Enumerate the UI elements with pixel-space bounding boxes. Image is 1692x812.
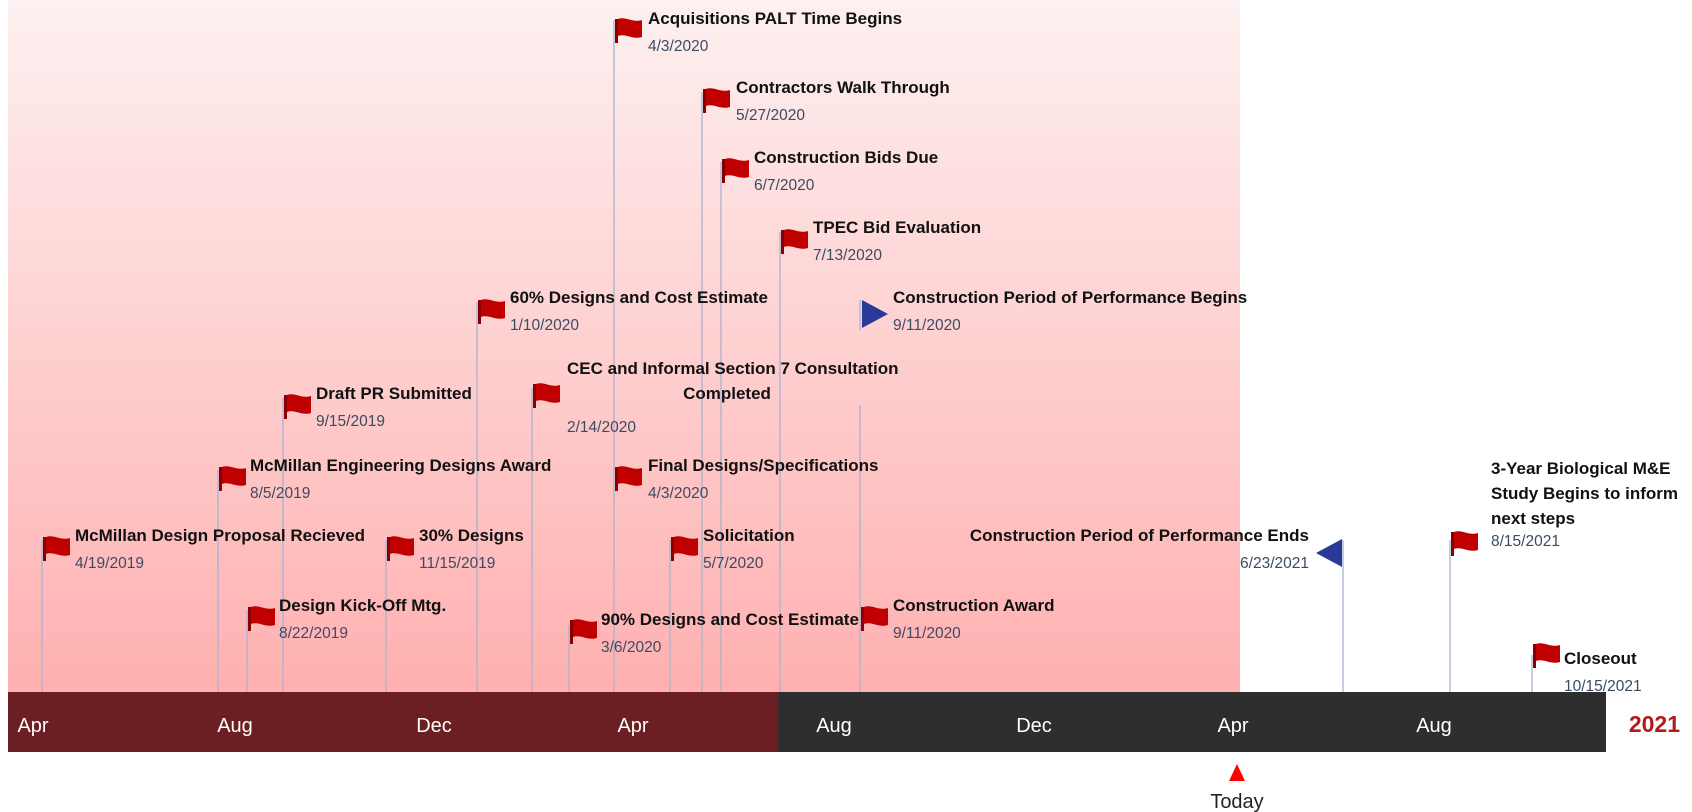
milestone-date: 11/15/2019 [419,555,495,572]
year-label: 2021 [1629,711,1680,737]
flag-icon [1533,643,1560,668]
flag-icon [43,536,70,561]
month-label: Aug [816,715,852,737]
milestone-tpec-bid-evaluation: TPEC Bid Evaluation 7/13/2020 [781,218,981,264]
flag-icon [1451,531,1478,556]
flag-icon [703,88,730,113]
milestone-cec-consultation: CEC and Informal Section 7 ConsultationC… [533,359,899,436]
milestones: Acquisitions PALT Time Begins4/3/2020Con… [43,9,1678,695]
milestone-designs-30: 30% Designs 11/15/2019 [387,526,524,572]
triangle-left-icon [1316,539,1342,567]
flag-icon [722,158,749,183]
milestone-solicitation: Solicitation 5/7/2020 [671,526,795,572]
month-label: Apr [1217,715,1248,737]
milestone-stems [41,20,1533,692]
milestone-title: Study Begins to inform [1491,484,1678,503]
timeline-band: Apr Aug Dec Apr Aug Dec Apr Aug 2021 [8,692,1680,752]
today-marker-icon [1229,764,1245,781]
milestone-date: 8/5/2019 [250,485,310,502]
milestone-title: Construction Award [893,596,1055,615]
milestone-closeout: Closeout 10/15/2021 [1533,643,1642,695]
milestone-date: 4/3/2020 [648,485,709,502]
milestone-mcmillan-proposal: McMillan Design Proposal Recieved 4/19/20… [43,526,365,572]
milestone-designs-60: 60% Designs and Cost Estimate 1/10/2020 [478,288,768,334]
milestone-title: Construction Bids Due [754,148,938,167]
milestone-construction-bids-due: Construction Bids Due 6/7/2020 [722,148,938,194]
milestone-date: 2/14/2020 [567,419,636,436]
milestone-title: McMillan Engineering Designs Award [250,456,551,475]
milestone-title: Solicitation [703,526,795,545]
milestone-biological-study: 3-Year Biological M&E Study Begins to inf… [1451,459,1678,556]
future-band [778,692,1606,752]
month-label: Apr [617,715,648,737]
milestone-date: 5/7/2020 [703,555,764,572]
milestone-contractors-walk-through: Contractors Walk Through 5/27/2020 [703,78,950,124]
milestone-date: 4/19/2019 [75,555,144,572]
milestone-title: 60% Designs and Cost Estimate [510,288,768,307]
milestone-date: 8/22/2019 [279,625,348,642]
milestone-date: 9/11/2020 [893,317,961,334]
milestone-construction-award: Construction Award 9/11/2020 [861,596,1055,642]
milestone-construction-pop-begins: Construction Period of Performance Begin… [862,288,1247,334]
milestone-final-designs: Final Designs/Specifications 4/3/2020 [615,456,879,502]
milestone-title: 30% Designs [419,526,524,545]
flag-icon [284,394,311,419]
month-label: Aug [1416,715,1452,737]
flag-icon [615,18,642,43]
milestone-date: 7/13/2020 [813,247,882,264]
flag-icon [387,536,414,561]
flag-icon [781,229,808,254]
flag-icon [533,383,560,408]
milestone-mcmillan-designs-award: McMillan Engineering Designs Award 8/5/20… [219,456,551,502]
milestone-date: 3/6/2020 [601,639,662,656]
flag-icon [570,619,597,644]
flag-icon [248,606,275,631]
milestone-date: 4/3/2020 [648,38,709,55]
flag-icon [219,466,246,491]
milestone-title: Design Kick-Off Mtg. [279,596,446,615]
milestone-title: CEC and Informal Section 7 Consultation [567,359,899,378]
flag-icon [478,299,505,324]
milestone-construction-pop-ends: Construction Period of Performance Ends 6… [970,526,1342,572]
milestone-title: 3-Year Biological M&E [1491,459,1671,478]
milestone-date: 1/10/2020 [510,317,579,334]
milestone-date: 6/23/2021 [1240,555,1309,572]
milestone-title: next steps [1491,509,1575,528]
month-label: Apr [17,715,48,737]
milestone-designs-90: 90% Designs and Cost Estimate 3/6/2020 [570,610,859,656]
month-label: Dec [1016,715,1052,737]
milestone-title: McMillan Design Proposal Recieved [75,526,365,545]
milestone-design-kickoff: Design Kick-Off Mtg. 8/22/2019 [248,596,446,642]
milestone-title: Closeout [1564,649,1637,668]
milestone-draft-pr-submitted: Draft PR Submitted 9/15/2019 [284,384,472,430]
milestone-title: Draft PR Submitted [316,384,472,403]
milestone-acquisitions-palt: Acquisitions PALT Time Begins 4/3/2020 [615,9,902,55]
milestone-title: 90% Designs and Cost Estimate [601,610,859,629]
milestone-date: 5/27/2020 [736,107,805,124]
month-label: Dec [416,715,452,737]
milestone-title: Acquisitions PALT Time Begins [648,9,902,28]
elapsed-band [8,692,778,752]
flag-icon [861,606,888,631]
month-label: Aug [217,715,253,737]
triangle-right-icon [862,300,888,328]
milestone-title: Construction Period of Performance Begin… [893,288,1247,307]
milestone-title: Construction Period of Performance Ends [970,526,1309,545]
milestone-date: 6/7/2020 [754,177,815,194]
milestone-title: TPEC Bid Evaluation [813,218,981,237]
milestone-title: Completed [683,384,771,403]
milestone-title: Final Designs/Specifications [648,456,879,475]
milestone-date: 9/11/2020 [893,625,961,642]
milestone-date: 8/15/2021 [1491,533,1560,550]
milestone-title: Contractors Walk Through [736,78,950,97]
flag-icon [615,466,642,491]
milestone-date: 9/15/2019 [316,413,385,430]
flag-icon [671,536,698,561]
milestone-date: 10/15/2021 [1564,678,1642,695]
today-marker-group: Today [1210,764,1264,812]
today-label: Today [1210,791,1263,812]
elapsed-shading [8,0,1240,692]
